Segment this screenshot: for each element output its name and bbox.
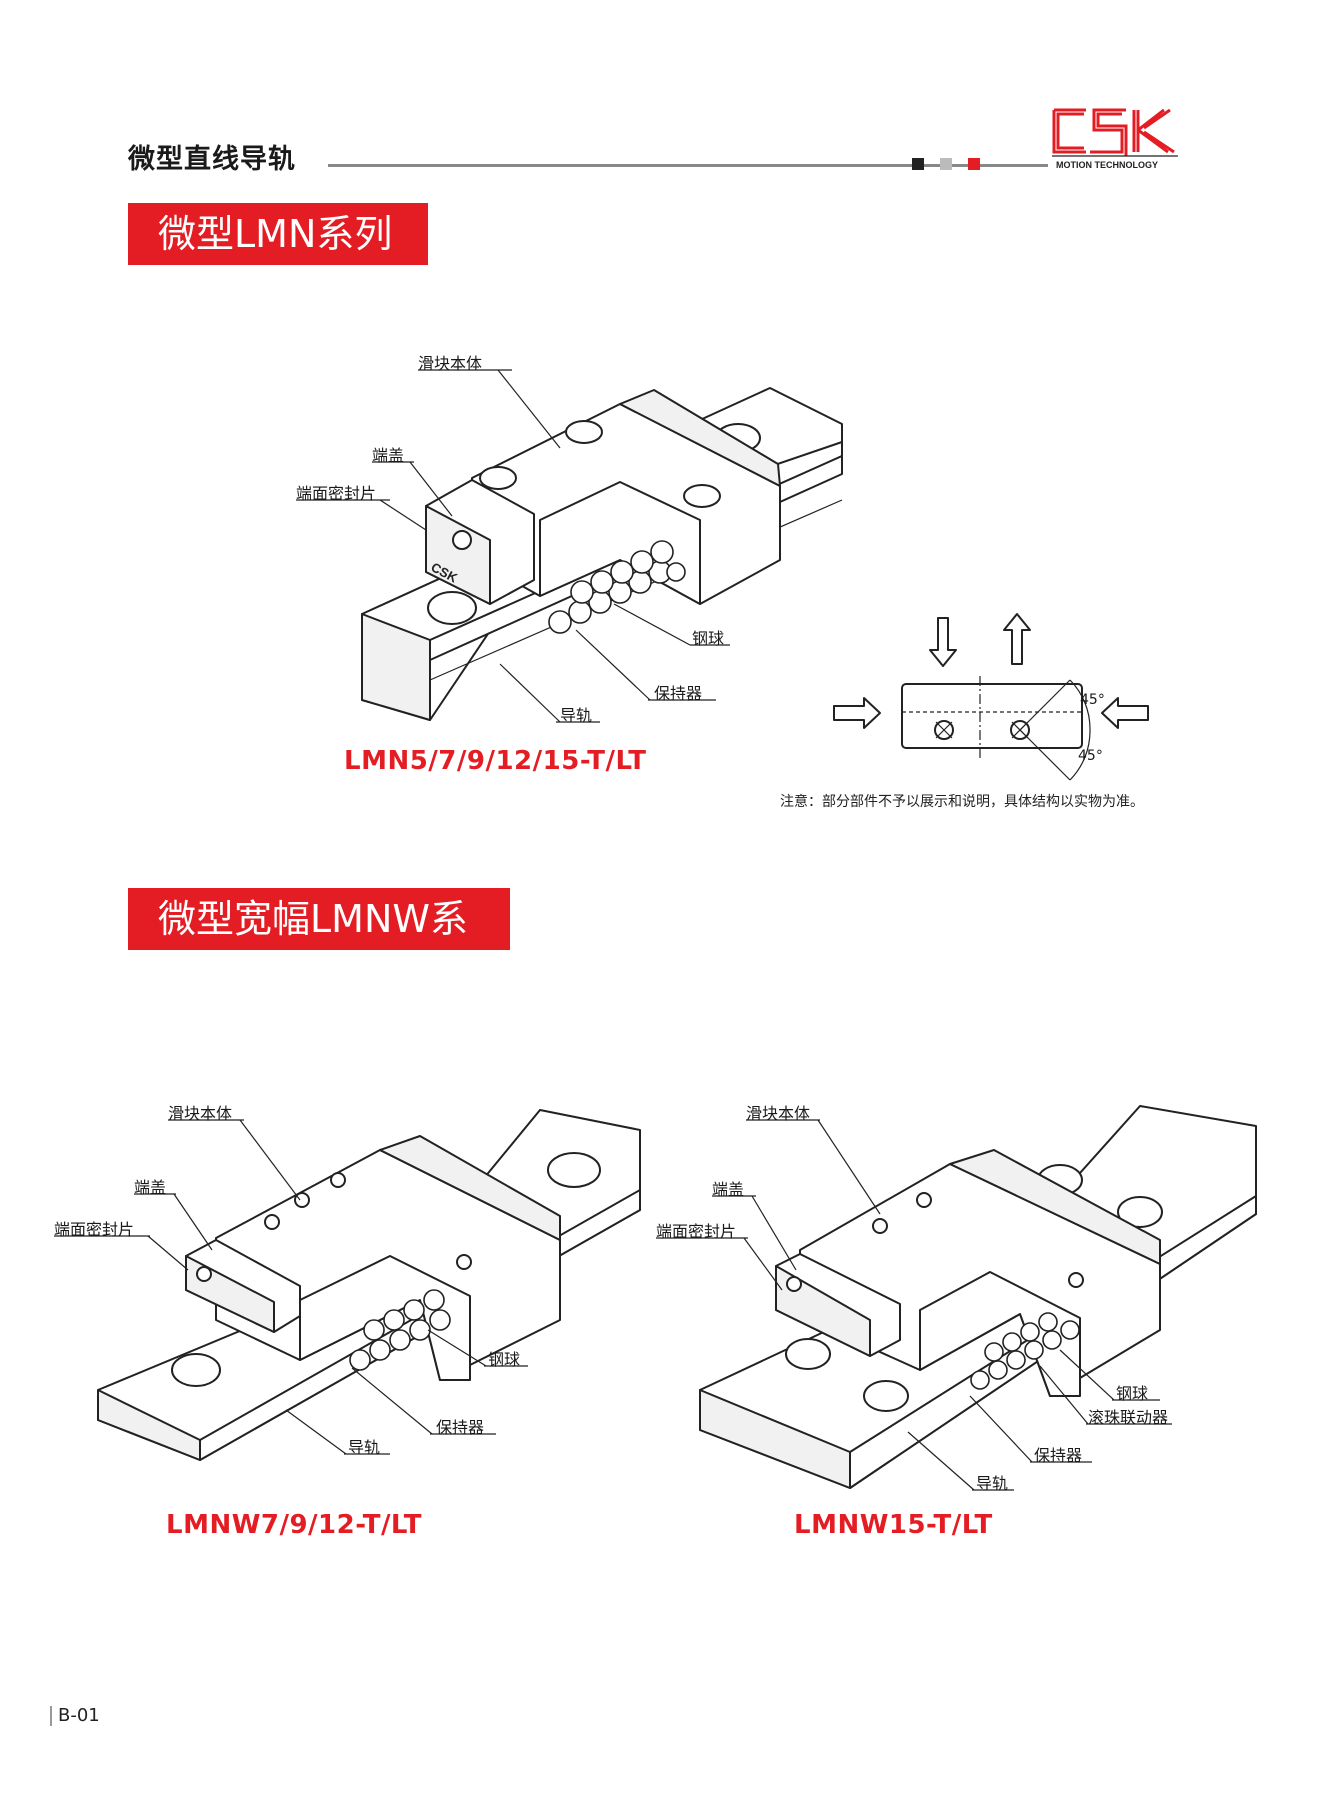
lmnw-right-callout-steel-ball: 钢球 — [1116, 1384, 1149, 1403]
model-label-lmn: LMN5/7/9/12/15-T/LT — [344, 746, 647, 776]
lmnw-right-callout-slider-body: 滑块本体 — [746, 1104, 811, 1123]
decor-square-gray — [940, 158, 952, 170]
csk-logo: MOTION TECHNOLOGY — [1050, 108, 1180, 170]
callout-rail: 导轨 — [560, 706, 593, 725]
angle-label-top: 45° — [1080, 692, 1105, 708]
decor-square-dark — [912, 158, 924, 170]
lmnw-right-callout-rail: 导轨 — [976, 1474, 1009, 1493]
lmnw-left-callout-slider-body: 滑块本体 — [168, 1104, 233, 1123]
lmnw-right-callout-ball-chain: 滚珠联动器 — [1088, 1408, 1169, 1427]
callout-retainer: 保持器 — [654, 684, 703, 703]
model-label-lmnw-right: LMNW15-T/LT — [794, 1510, 993, 1540]
lmnw-right-callout-retainer: 保持器 — [1034, 1446, 1083, 1465]
lmnw-right-callout-end-cap: 端盖 — [712, 1180, 745, 1199]
section-banner-lmnw: 微型宽幅LMNW系列 — [128, 888, 510, 1003]
section-banner-lmn: 微型LMN系列 — [128, 203, 428, 265]
callout-slider-body: 滑块本体 — [418, 354, 483, 373]
lmnw-left-callout-retainer: 保持器 — [436, 1418, 485, 1437]
lmnw-left-callout-steel-ball: 钢球 — [488, 1350, 521, 1369]
disclaimer-note: 注意：部分部件不予以展示和说明，具体结构以实物为准。 — [780, 794, 1144, 810]
callout-steel-ball: 钢球 — [692, 629, 725, 648]
lmnw-left-callout-end-cap: 端盖 — [134, 1178, 167, 1197]
lmnw-left-callout-rail: 导轨 — [348, 1438, 381, 1457]
page-number-bar — [50, 1706, 52, 1726]
svg-text:MOTION TECHNOLOGY: MOTION TECHNOLOGY — [1056, 160, 1158, 170]
callout-end-cap: 端盖 — [372, 446, 405, 465]
page-title: 微型直线导轨 — [128, 144, 296, 175]
title-rule — [328, 164, 1048, 167]
angle-label-bottom: 45° — [1078, 748, 1103, 764]
page-number: B-01 — [58, 1705, 100, 1726]
lmnw-left-callout-end-seal: 端面密封片 — [54, 1220, 135, 1239]
lmnw-right-callout-end-seal: 端面密封片 — [656, 1222, 737, 1241]
callout-end-seal: 端面密封片 — [296, 484, 377, 503]
model-label-lmnw-left: LMNW7/9/12-T/LT — [166, 1510, 422, 1540]
decor-square-red — [968, 158, 980, 170]
